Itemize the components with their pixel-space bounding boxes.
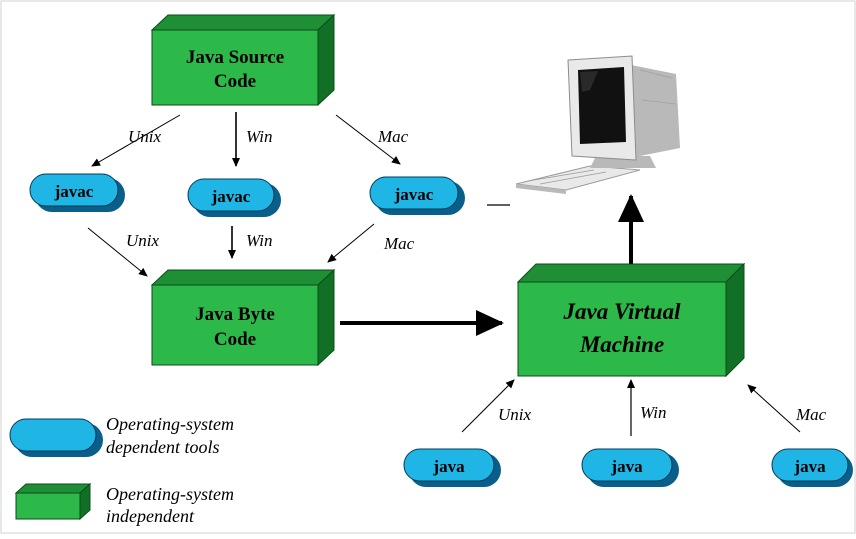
java-pill-win: java [581,448,679,487]
legend-os-independent: Operating-system independent [14,482,234,526]
legend-independent-line1: Operating-system [106,484,234,504]
label-unix-1: Unix [128,127,162,146]
label-win-3: Win [640,403,666,422]
legend-dependent-line2: dependent tools [106,437,219,457]
java-byte-code-box: Java Byte Code [150,268,336,367]
java-source-code-box: Java Source Code [150,13,336,107]
bytecode-line1: Java Byte [195,304,275,325]
javac-label-mac: javac [394,185,434,204]
legend-os-dependent: Operating-system dependent tools [9,414,234,457]
source-line1: Java Source [186,47,284,68]
arrow-javac-mac-to-bytecode [327,223,375,263]
java-label-unix: java [432,457,465,476]
label-mac-1: Mac [377,127,409,146]
javac-pill-mac: javac [369,176,465,215]
arrow-javac-unix-to-bytecode [87,227,148,277]
arrow-java-unix-to-jvm [461,379,515,433]
legend-dependent-line1: Operating-system [106,414,234,434]
label-mac-2: Mac [383,234,415,253]
java-label-mac: java [793,457,826,476]
java-label-win: java [610,457,643,476]
javac-label-win: javac [211,187,251,206]
java-virtual-machine-box: Java Virtual Machine [516,262,746,378]
source-line2: Code [214,71,256,92]
arrow-source-to-javac-mac [335,114,401,165]
arrow-source-to-javac-unix [91,114,181,167]
label-win-1: Win [246,127,272,146]
label-mac-3: Mac [795,405,827,424]
arrow-java-mac-to-jvm [747,384,801,433]
label-win-2: Win [246,231,272,250]
javac-pill-win: javac [187,178,281,217]
javac-pill-unix: javac [29,173,125,212]
jvm-line1: Java Virtual [563,299,682,324]
javac-label-unix: javac [54,182,94,201]
label-unix-3: Unix [498,405,532,424]
legend-independent-line2: independent [106,506,195,526]
label-unix-2: Unix [126,231,160,250]
jvm-line2: Machine [579,332,664,357]
java-pill-unix: java [403,448,501,487]
bytecode-line2: Code [214,329,256,350]
java-pill-mac: java [771,448,853,487]
desktop-computer-icon [515,55,680,194]
